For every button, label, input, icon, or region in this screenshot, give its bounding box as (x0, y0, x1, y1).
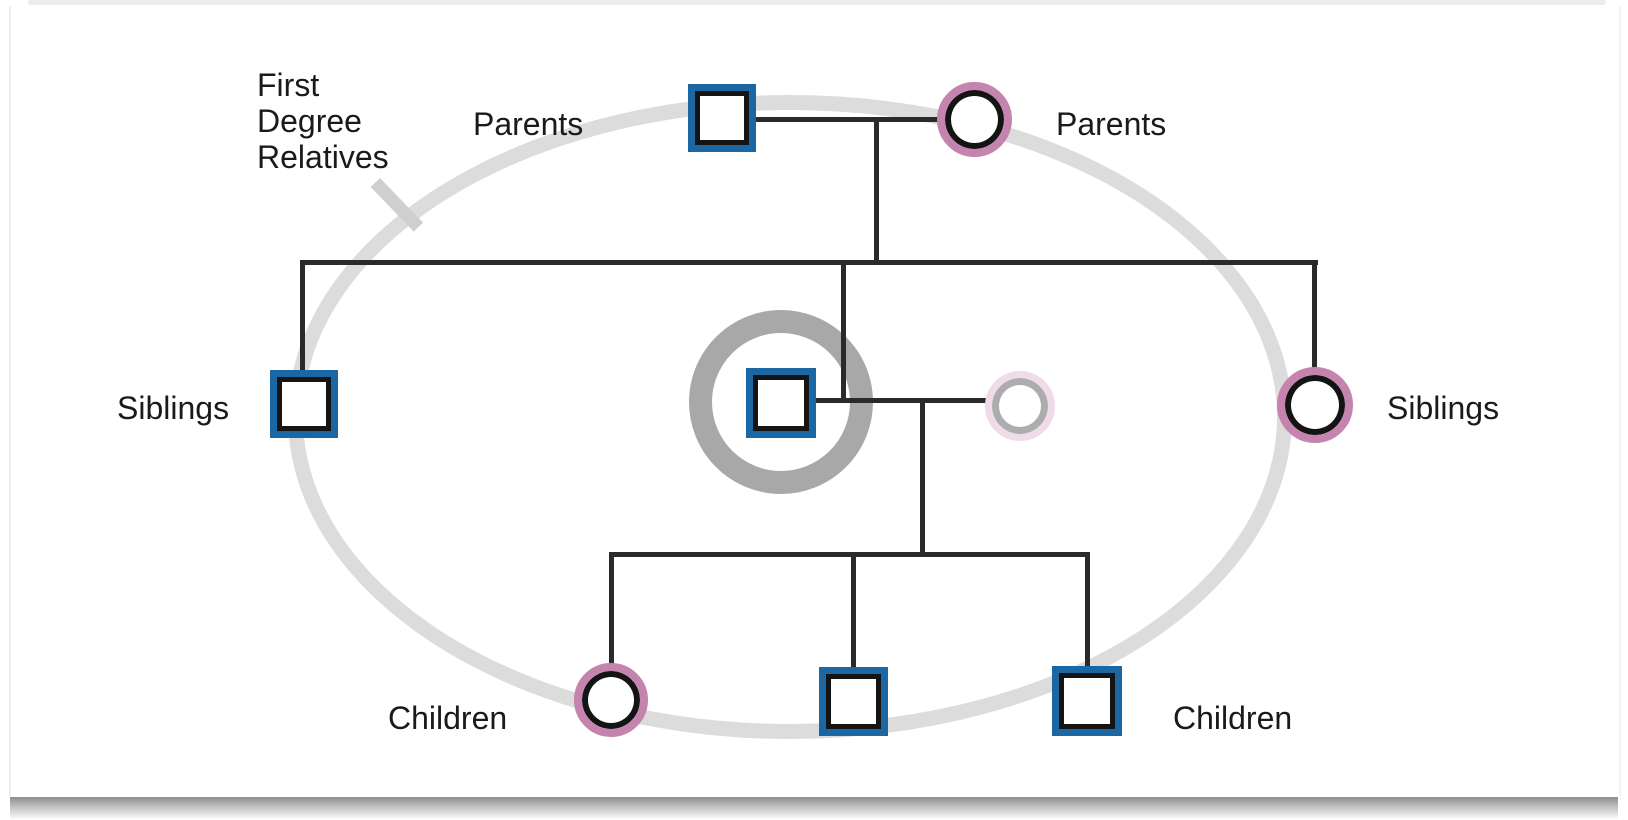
child-drop-line-middle (851, 554, 856, 670)
card-bottom-shadow (10, 797, 1618, 820)
card-right-edge (1619, 6, 1621, 796)
children-label-right: Children (1173, 700, 1293, 736)
parents-label-left: Parents (473, 106, 584, 142)
siblings-label-left: Siblings (117, 390, 230, 426)
card-left-edge (9, 6, 11, 796)
proband-male-symbol (746, 368, 816, 438)
mother-female-symbol (937, 82, 1012, 157)
children-descent-line (920, 400, 925, 557)
children-sibship-line (609, 552, 1090, 557)
son-male-symbol-right (1052, 666, 1122, 736)
first-degree-line-1: First (257, 67, 320, 103)
daughter-female-symbol (574, 663, 648, 737)
child-drop-line-left (609, 554, 614, 666)
children-label-left: Children (388, 700, 508, 736)
father-male-symbol (688, 84, 756, 152)
proband-descent-line (841, 262, 846, 402)
sibling-drop-line-left (300, 262, 305, 374)
parents-marriage-line (750, 117, 941, 122)
spouse-faded-female-symbol (985, 371, 1055, 441)
siblings-label-right: Siblings (1387, 390, 1500, 426)
parents-label-right: Parents (1056, 106, 1167, 142)
first-degree-line-2: Degree (257, 103, 362, 139)
brother-male-symbol (270, 370, 338, 438)
sister-female-symbol (1277, 367, 1353, 443)
parents-sibship-line (300, 260, 1318, 265)
first-degree-line-3: Relatives (257, 139, 389, 175)
card-top-edge (28, 0, 1606, 5)
proband-marriage-line (800, 398, 990, 403)
child-drop-line-right (1085, 554, 1090, 668)
sibling-drop-line-right (1312, 262, 1317, 372)
son-male-symbol-middle (819, 667, 888, 736)
parents-descent-line (874, 119, 879, 265)
first-degree-relatives-label: First Degree Relatives (257, 67, 389, 175)
